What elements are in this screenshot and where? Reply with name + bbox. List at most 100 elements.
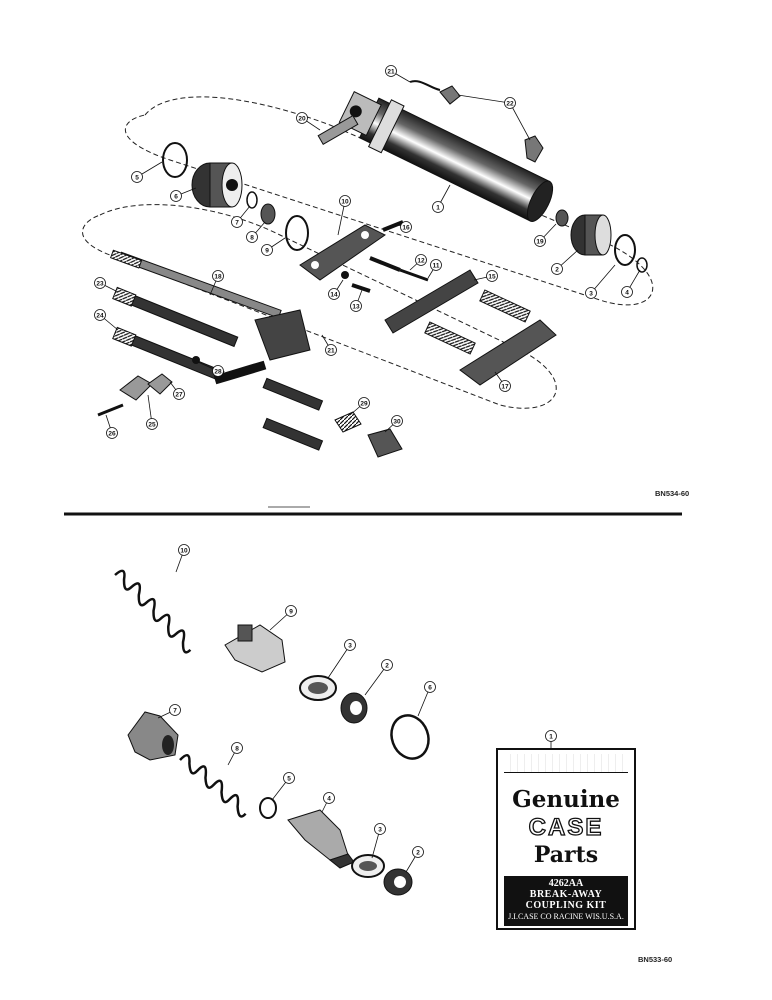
svg-text:25: 25 — [148, 421, 156, 428]
bolt — [351, 283, 371, 293]
bottom-assembly — [114, 569, 430, 896]
callout-13: 13 — [350, 289, 363, 312]
elbow-fitting — [439, 85, 461, 105]
callout-28: 28 — [197, 361, 224, 377]
svg-text:11: 11 — [433, 262, 440, 269]
callout-25: 25 — [146, 394, 158, 430]
washer — [636, 257, 648, 273]
svg-text:4: 4 — [625, 289, 629, 296]
hose-fitting — [112, 326, 137, 347]
poppet-valve — [287, 809, 349, 861]
svg-text:1: 1 — [549, 733, 553, 740]
lower-group-outline — [82, 204, 557, 409]
callout-16: 16 — [397, 221, 412, 233]
locking-sleeve — [224, 624, 286, 673]
hose-clamp — [119, 375, 153, 401]
hose-fitting — [112, 286, 137, 307]
bushing-bore — [359, 861, 377, 871]
kit-label-band: 4262AA BREAK-AWAY COUPLING KIT J.I.CASE … — [504, 876, 628, 926]
svg-text:13: 13 — [352, 303, 360, 310]
upper-group-outline — [124, 96, 654, 306]
svg-text:7: 7 — [173, 707, 177, 714]
snap-ring — [285, 215, 309, 251]
o-ring — [162, 142, 188, 178]
svg-text:19: 19 — [536, 238, 544, 245]
callout-b10: 10 — [175, 544, 190, 573]
svg-text:5: 5 — [287, 775, 291, 782]
svg-text:10: 10 — [180, 547, 188, 554]
retaining-ring — [259, 797, 277, 819]
callout-b7: 7 — [157, 704, 181, 719]
callout-3: 3 — [585, 264, 616, 299]
bolt — [382, 220, 404, 232]
svg-text:4: 4 — [327, 795, 331, 802]
svg-text:7: 7 — [235, 219, 239, 226]
callout-b5: 5 — [271, 772, 295, 801]
kit-genuine-text: Genuine — [512, 786, 620, 813]
callout-18: 18 — [209, 270, 224, 296]
callout-b4: 4 — [321, 792, 335, 813]
callout-b2-upper: 2 — [364, 659, 393, 696]
piston-o-ring — [614, 234, 636, 266]
svg-text:17: 17 — [501, 383, 509, 390]
svg-text:21: 21 — [387, 68, 395, 75]
callout-7: 7 — [231, 205, 251, 228]
svg-text:6: 6 — [428, 684, 432, 691]
svg-text:3: 3 — [348, 642, 352, 649]
bracket-hole — [311, 261, 319, 269]
svg-text:9: 9 — [265, 247, 269, 254]
callout-1: 1 — [432, 184, 451, 213]
o-ring — [390, 714, 430, 760]
coupling-kit-package: Genuine CASE Parts 4262AA BREAK-AWAY COU… — [496, 748, 636, 930]
cylinder-barrel — [338, 91, 554, 222]
anchor-bracket — [299, 224, 386, 281]
callout-20: 20 — [296, 112, 321, 131]
svg-text:27: 27 — [175, 391, 183, 398]
kit-maker: J.I.CASE CO RACINE WIS.U.S.A. — [508, 912, 624, 921]
svg-text:24: 24 — [96, 312, 104, 319]
callout-17: 17 — [494, 371, 511, 392]
callout-24: 24 — [94, 309, 119, 331]
svg-text:21: 21 — [327, 347, 335, 354]
bearing-bore — [394, 876, 406, 888]
figure-ref-top: BN534-60 — [655, 489, 689, 498]
callout-27: 27 — [169, 381, 185, 400]
svg-text:8: 8 — [250, 234, 254, 241]
svg-text:6: 6 — [174, 193, 178, 200]
callout-11: 11 — [427, 259, 442, 279]
callout-14: 14 — [328, 279, 344, 300]
top-callouts: 1 2 3 4 5 6 7 8 9 10 11 12 13 14 15 16 1… — [94, 65, 641, 439]
piston — [570, 214, 612, 256]
coupler-bore — [162, 735, 174, 755]
callout-6: 6 — [170, 187, 197, 202]
piston-nut — [555, 209, 569, 227]
callout-b6: 6 — [417, 681, 436, 717]
hydraulic-hose — [262, 417, 324, 451]
coupler-tip — [367, 428, 403, 458]
link-plate — [384, 269, 479, 334]
svg-text:12: 12 — [417, 257, 425, 264]
svg-text:20: 20 — [298, 115, 306, 122]
bottom-callouts: 1 2 2 3 3 4 5 6 7 8 9 10 — [157, 544, 557, 873]
callout-5: 5 — [131, 161, 163, 183]
kit-name-line1: BREAK-AWAY — [529, 889, 603, 900]
lock-washer — [341, 271, 349, 279]
callout-30: 30 — [384, 415, 403, 433]
callout-b9: 9 — [269, 605, 297, 631]
piston-rod — [109, 249, 311, 361]
svg-text:30: 30 — [393, 418, 401, 425]
hydraulic-tube — [213, 360, 267, 385]
svg-text:14: 14 — [330, 291, 338, 298]
bracket-hole — [361, 231, 369, 239]
kit-brand-text: CASE — [528, 813, 604, 841]
callout-b8: 8 — [227, 742, 243, 766]
svg-text:3: 3 — [378, 826, 382, 833]
svg-text:5: 5 — [135, 174, 139, 181]
callout-b3-lower: 3 — [371, 823, 386, 859]
bushing-bore — [308, 682, 328, 694]
svg-text:22: 22 — [506, 100, 514, 107]
svg-text:29: 29 — [360, 400, 368, 407]
kit-parts-text: Parts — [533, 842, 599, 868]
bolt — [97, 403, 124, 417]
